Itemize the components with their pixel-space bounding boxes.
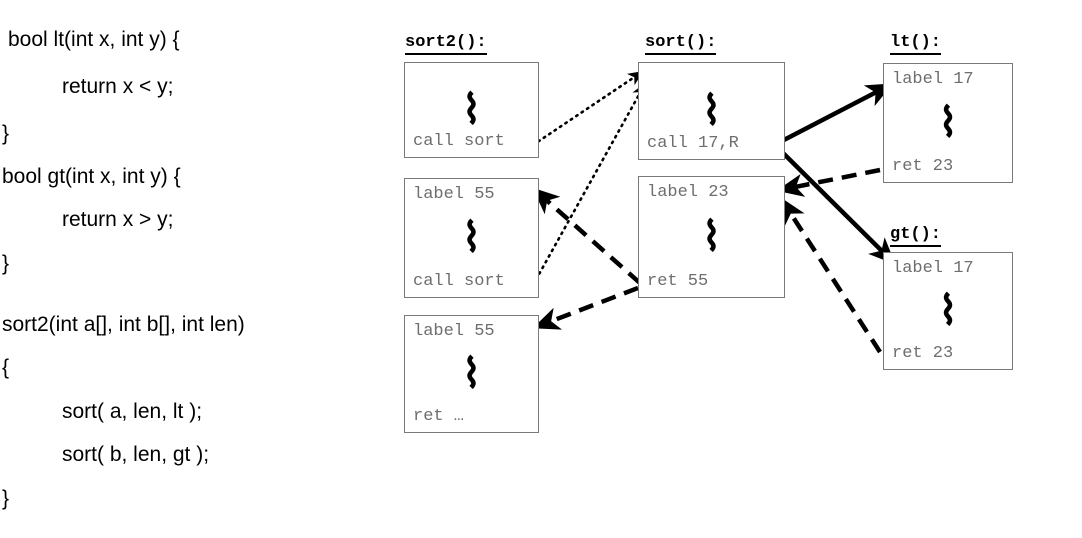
code-line: { [2, 356, 10, 379]
code-line: bool lt(int x, int y) { [8, 28, 180, 51]
frame-top-text: label 23 [647, 183, 729, 202]
squiggle-icon: ⌇ [701, 88, 722, 133]
frame-sort2-1: ⌇call sort [404, 62, 539, 158]
arrow-gt-ret-to-label23 [780, 196, 882, 354]
arrow-call-sort2-1-to-sort [531, 70, 644, 147]
code-line: bool gt(int x, int y) { [2, 165, 181, 188]
frame-bottom-text: call 17,R [647, 134, 739, 153]
code-line: sort2(int a[], int b[], int len) [2, 313, 245, 336]
source-code-panel: bool lt(int x, int y) { return x < y;} boo… [0, 0, 390, 538]
frame-top-text: label 17 [892, 70, 974, 89]
arrow-call-17R-to-gt [778, 148, 896, 265]
frame-gt-1: label 17 ⌇ ret 23 [883, 252, 1013, 370]
sort2-header: sort2(): [405, 33, 487, 55]
code-line: sort( a, len, lt ); [62, 400, 203, 423]
frame-bottom-text: call sort [413, 132, 505, 151]
sort-header: sort(): [645, 33, 717, 55]
squiggle-icon: ⌇ [461, 351, 482, 396]
arrow-call-sort2-2-to-sort [531, 82, 647, 287]
code-line: } [2, 252, 10, 275]
code-line: return x > y; [62, 208, 174, 231]
frame-top-text: label 55 [413, 185, 495, 204]
frame-lt-1: label 17 ⌇ ret 23 [883, 63, 1013, 183]
arrow-ret55-to-label55-2 [532, 285, 639, 330]
frame-bottom-text: ret 55 [647, 272, 709, 291]
lt-header: lt(): [890, 33, 942, 55]
code-line: return x < y; [62, 75, 174, 98]
frame-bottom-text: ret 23 [892, 344, 954, 363]
squiggle-icon: ⌇ [461, 215, 482, 260]
gt-header: gt(): [890, 225, 942, 247]
squiggle-icon: ⌇ [938, 288, 958, 333]
frame-sort2-3: label 55 ⌇ ret … [404, 315, 539, 433]
frame-bottom-text: ret … [413, 407, 465, 426]
arrow-ret55-to-label55-1 [532, 187, 642, 285]
squiggle-icon: ⌇ [938, 100, 958, 145]
frame-top-text: label 55 [413, 322, 495, 341]
arrow-lt-ret-to-label23 [776, 167, 881, 197]
squiggle-icon: ⌇ [701, 214, 722, 259]
frame-top-text: label 17 [892, 259, 974, 278]
frame-sort2-2: label 55 ⌇ call sort [404, 178, 539, 298]
code-line: sort( b, len, gt ); [62, 443, 210, 466]
frame-bottom-text: ret 23 [892, 157, 954, 176]
frame-sort-1: ⌇call 17,R [638, 62, 785, 160]
frame-bottom-text: call sort [413, 272, 505, 291]
frame-sort-2: label 23 ⌇ ret 55 [638, 176, 785, 298]
code-line: } [2, 122, 10, 145]
squiggle-icon: ⌇ [461, 87, 482, 132]
code-line: } [2, 487, 10, 510]
arrow-call-17R-to-lt [778, 83, 894, 144]
